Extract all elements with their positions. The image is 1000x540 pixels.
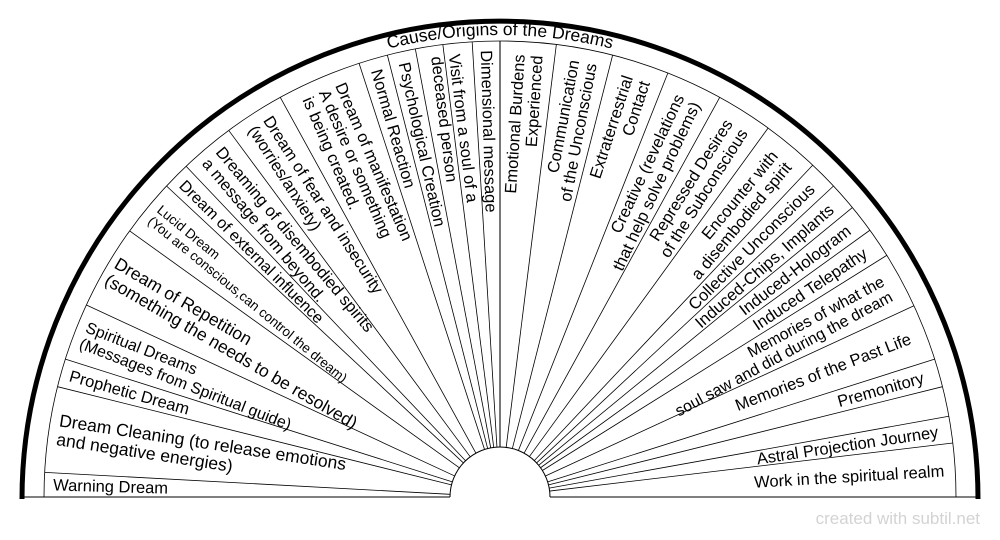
sector-divider [185, 165, 466, 462]
sector-label: Astral Projection Journey [755, 423, 940, 468]
sector-divider [65, 358, 453, 483]
sector-label-text: Astral Projection Journey [755, 423, 940, 468]
sector-divider [533, 164, 814, 461]
sector-label: Communicationof the Unconscious [540, 59, 601, 204]
sector-label: Premonitory [836, 369, 927, 411]
sector-divider [471, 41, 498, 448]
sector-divider [511, 55, 614, 449]
sector-label-line: Work in the spiritual realm [754, 463, 945, 492]
sector-label: Work in the spiritual realm [754, 463, 945, 492]
outer-rim [19, 18, 981, 500]
sector-divider [57, 386, 452, 486]
sector-divider [228, 130, 471, 458]
sector-divider [414, 48, 492, 448]
sector-label-line: Experienced [523, 55, 547, 148]
sector-label: Dimensional message [477, 50, 500, 213]
sector-divider [279, 97, 477, 454]
sector-divider [536, 185, 834, 464]
sector-divider [545, 305, 915, 477]
sector-divider [129, 230, 460, 469]
sector-divider [358, 63, 485, 450]
sector-divider [548, 386, 943, 486]
sector-label-text: Work in the spiritual realm [754, 463, 945, 492]
sector-label-line: Dimensional message [477, 50, 500, 213]
sector-label-text: Dimensional message [477, 50, 500, 213]
sector-divider [518, 72, 669, 451]
sector-divider [529, 127, 769, 457]
sector-label: Warning Dream [53, 476, 168, 497]
sector-label-text: Communicationof the Unconscious [540, 59, 601, 204]
sector-label-text: Premonitory [836, 369, 927, 411]
sector-divider [166, 185, 464, 464]
sector-divider [523, 97, 721, 454]
sector-divider [549, 442, 953, 492]
sector-divider [540, 229, 871, 469]
sector-divider [442, 44, 495, 448]
sector-divider [542, 255, 887, 471]
sector-label-text: Warning Dream [53, 476, 168, 497]
sector-divider [547, 358, 935, 483]
sector-label-line: Astral Projection Journey [755, 423, 940, 468]
footer-credit: created with subtil.net [815, 509, 980, 528]
sector-label-line: Premonitory [836, 369, 927, 411]
sector-dividers [44, 41, 953, 495]
sector-divider [86, 304, 455, 477]
sector-divider [44, 471, 451, 495]
sector-divider [538, 207, 853, 466]
center-semicircle [449, 446, 551, 498]
sector-divider [549, 415, 949, 489]
inner-ring [43, 40, 957, 498]
sector-label-line: Warning Dream [53, 476, 168, 497]
sector-divider [386, 55, 489, 449]
sector-divider [505, 44, 557, 448]
